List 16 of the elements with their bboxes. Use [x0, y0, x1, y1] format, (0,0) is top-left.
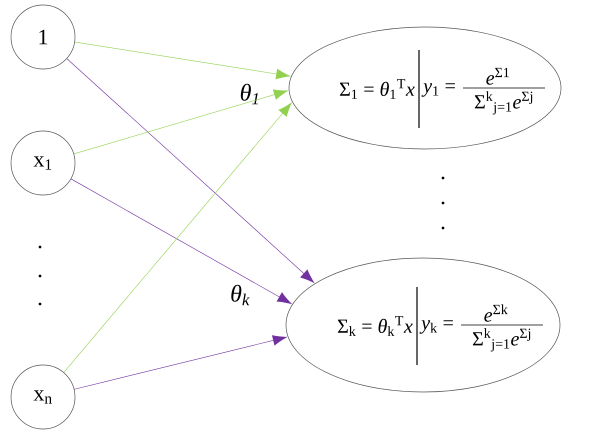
arrow: [66, 58, 314, 283]
arrow: [74, 42, 290, 80]
arrow: [74, 335, 287, 390]
formula: y$_{k}$ =: [420, 320, 453, 334]
arrow: [70, 178, 292, 304]
numerator: e$^{Σ1}$: [486, 68, 509, 85]
arrow: [74, 89, 288, 154]
formula: y$_{1}$ =: [422, 83, 455, 97]
weight-label: θ$_{1}$: [240, 84, 258, 104]
weight-label: θ$_{k}$: [231, 284, 250, 306]
arrow: [64, 102, 292, 373]
numerator: e$^{Σk}$: [484, 304, 508, 322]
formula: Σ$_{1}$ = θ$_{1}$$^{T}$x: [340, 79, 415, 99]
denominator: Σ$^{k}$$_{j=1}$e$^{Σj}$: [474, 91, 532, 114]
denominator: Σ$^{k}$$_{j=1}$e$^{Σj}$: [472, 328, 530, 352]
formula: Σ$_{k}$ = θ$_{k}$$^{T}$x: [338, 316, 413, 336]
